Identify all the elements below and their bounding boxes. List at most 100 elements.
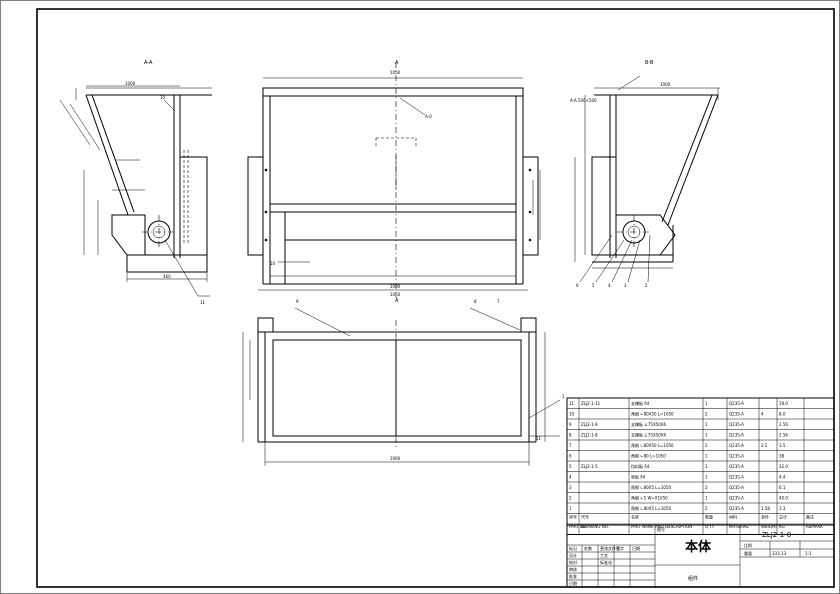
title-cell: 工艺 (600, 553, 608, 558)
bom-header: 单件 (761, 514, 769, 520)
bom-name: 支撑板 δ4 (631, 400, 650, 406)
plan-view-label: A (395, 298, 399, 304)
bom-name: 支撑板 ∠75X50X6 (631, 421, 667, 427)
title-cell: 设计 (569, 552, 577, 558)
title-cell: 标准化 (600, 559, 612, 565)
bom-total: 32.0 (779, 464, 788, 469)
front-view-label: A (395, 60, 399, 66)
bom-header-en: REMARK (806, 524, 823, 529)
bom-material: Q235-A (729, 464, 744, 469)
bom-weight: 4 (761, 412, 764, 417)
bom-qty: 2 (705, 485, 708, 490)
leader-1: 1 (562, 394, 565, 399)
right-view-label: B-B (645, 60, 654, 66)
bom-name: 角钢 ∟80X50 L=1050 (631, 442, 674, 448)
svg-text:A-0: A-0 (425, 114, 432, 119)
leader-7: 7 (497, 299, 500, 304)
bom-no: 6 (569, 454, 572, 459)
bom-total: 2.56 (779, 422, 788, 427)
bom-qty: 2 (705, 443, 708, 448)
bom-material: Q235-A (729, 475, 744, 480)
bom-no: 5 (569, 464, 572, 469)
bom-name: 角钢 ∟5 W=X1050 (631, 495, 668, 501)
weight-value: 333.13 (772, 551, 786, 556)
bom-header-en: WEIGHT (761, 524, 778, 529)
bom-material: Q235-A (729, 506, 744, 511)
svg-text:1000: 1000 (125, 81, 136, 86)
title-cell: 更改文件号 (600, 545, 620, 551)
bom-total: 4.4 (779, 475, 786, 480)
bom-no: 2 (569, 496, 572, 501)
bom-code: ZLJ2-1-5 (581, 464, 598, 469)
bom-header: 序号 (569, 514, 577, 520)
front-view: A 1050 1000 1060 A-0 (247, 60, 541, 298)
bom-header-en: KG (779, 524, 785, 529)
leader-3: 3 (624, 283, 627, 288)
title-cell: 标记 (569, 545, 577, 551)
bom-header-en: DRAWING NO. (581, 524, 609, 529)
bom-qty: 2 (705, 506, 708, 511)
bom-qty: 1 (705, 475, 708, 480)
part-name: 本体 (685, 539, 712, 555)
bom-name: 垫板 δ4 (631, 474, 646, 480)
right-section-view: B-B 1000 A-A 500×500 6 5 (570, 60, 720, 288)
bom-code: ZLJ2-1-11 (581, 401, 601, 406)
bom-no: 8 (569, 433, 572, 438)
bom-name: 角钢 ∟80X5 L=1050 (631, 505, 671, 511)
bom-no: 9 (569, 422, 572, 427)
bom-total: 40.0 (779, 496, 788, 501)
title-cell: 审核 (569, 566, 577, 572)
svg-text:1000: 1000 (660, 82, 671, 87)
title-cell: 批准 (569, 573, 577, 579)
leader-2: 2 (645, 283, 648, 288)
bom-total: 3.3 (779, 506, 786, 511)
bom-header-en: PART NAME AND DESCRIPTION (631, 524, 692, 529)
drawing-no-label: 图号 (657, 526, 665, 532)
bom-qty: 1 (705, 422, 708, 427)
bom-weight: 1.58 (761, 506, 770, 511)
bom-no: 3 (569, 485, 572, 490)
bom-no: 11 (569, 401, 575, 406)
leader-10-left: 10 (160, 95, 166, 100)
bom-no: 7 (569, 443, 572, 448)
title-cell: 签字 (616, 545, 624, 551)
svg-text:1050: 1050 (390, 70, 401, 75)
title-block: 图号 ZLJ2-1-0 本体 组件 比例 重量 333.13 1:1 标记处数更… (566, 524, 835, 588)
bom-code: ZLJ2-1-9 (581, 422, 598, 427)
svg-text:A-A 500×500: A-A 500×500 (570, 98, 597, 103)
bom-name: 角钢 ∟80X5 L=1050 (631, 484, 671, 490)
bom-material: Q235-A (729, 401, 744, 406)
bom-total: 8.0 (779, 412, 786, 417)
bom-code: ZLJ2-1-8 (581, 433, 598, 438)
svg-text:1060: 1060 (390, 456, 401, 461)
bom-name: 支撑板 ∠75X50X6 (631, 432, 667, 438)
bom-no: 10 (569, 412, 575, 417)
left-section-view: A-A 1000 460 (59, 60, 212, 305)
leader-5: 5 (592, 283, 595, 288)
leader-8: 8 (474, 299, 477, 304)
bom-weight: 3.5 (761, 443, 768, 448)
bom-total: 3.5 (779, 443, 786, 448)
bom-material: Q235-A (729, 433, 744, 438)
bom-qty: 2 (705, 412, 708, 417)
bom-total: 18.0 (779, 401, 788, 406)
drawing-frame (36, 8, 835, 588)
plan-view: A 1060 9 8 7 1 11 (242, 298, 565, 466)
leader-11-left: 11 (200, 300, 206, 305)
bom-no: 4 (569, 475, 572, 480)
leader-9: 9 (296, 299, 299, 304)
bom-header: 代号 (581, 514, 589, 520)
bom-qty: 1 (705, 496, 708, 501)
bom-material: Q235-A (729, 485, 744, 490)
bom-total: 2.56 (779, 433, 788, 438)
bom-material: Q235-A (729, 496, 744, 501)
title-cell: 校对 (569, 559, 577, 565)
bom-material: Q235-A (729, 422, 744, 427)
bom-material: Q235-A (729, 412, 744, 417)
leader-11-plan: 11 (536, 436, 542, 441)
bom-name: 角钢 ∟80 L=1050 (631, 453, 666, 459)
scale-label: 比例 (744, 542, 752, 548)
